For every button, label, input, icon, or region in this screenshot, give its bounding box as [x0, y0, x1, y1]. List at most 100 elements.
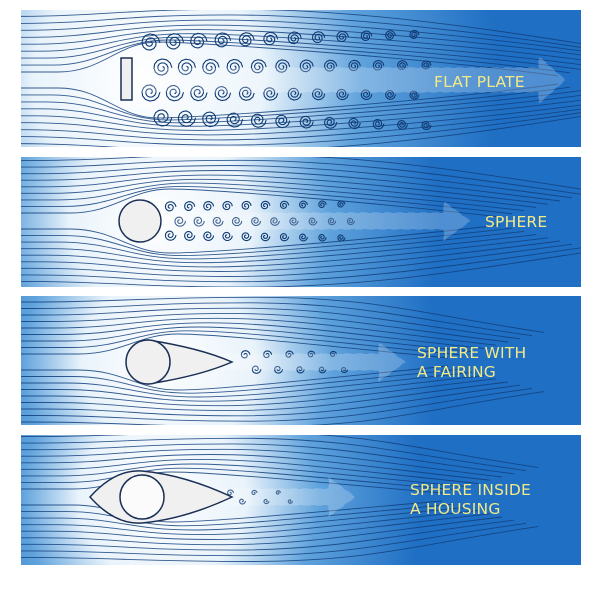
- vortex: [184, 201, 196, 211]
- vortex: [263, 31, 279, 46]
- streamline: [21, 330, 461, 356]
- vortex: [385, 30, 397, 40]
- vortex: [279, 200, 290, 209]
- sphere-with-fairing-object: [125, 339, 234, 385]
- streamline: [21, 112, 581, 146]
- streamline: [21, 36, 581, 70]
- vortex: [227, 489, 235, 496]
- vortex: [337, 200, 346, 208]
- vortex: [318, 366, 327, 374]
- panel-label-line-2: A FAIRING: [417, 363, 496, 381]
- vortex: [372, 118, 385, 130]
- vortex: [250, 59, 267, 74]
- vortex: [275, 490, 282, 495]
- streamline: [21, 381, 509, 412]
- streamline: [21, 368, 461, 394]
- streamline: [21, 115, 581, 147]
- vortex: [421, 121, 432, 131]
- vortex: [177, 110, 197, 127]
- vortex: [164, 230, 177, 241]
- streamline: [21, 165, 573, 199]
- streamline: [21, 174, 549, 205]
- streamline: [21, 387, 533, 422]
- vortex: [251, 489, 258, 496]
- streamlines: [21, 435, 539, 562]
- sphere-object: [118, 199, 162, 243]
- streamline: [21, 237, 549, 268]
- vortex: [214, 86, 232, 102]
- vortex: [260, 200, 271, 210]
- vortex: [239, 498, 247, 505]
- streamline: [21, 307, 521, 340]
- vortex: [318, 233, 327, 242]
- panel-label: FLAT PLATE: [434, 73, 525, 91]
- streamline: [21, 10, 581, 45]
- flow-arrow-shape: [119, 200, 472, 242]
- streamline: [21, 391, 545, 425]
- streamline: [21, 188, 501, 218]
- streamline: [21, 516, 503, 546]
- vortex: [226, 112, 244, 128]
- vortex: [385, 90, 397, 100]
- panel-label-line-1: SPHERE: [485, 213, 547, 231]
- streamline: [21, 24, 581, 56]
- streamlines: [21, 157, 581, 287]
- streamline: [21, 454, 491, 481]
- vortex: [165, 33, 185, 50]
- streamline: [21, 443, 515, 475]
- streamline: [21, 503, 455, 527]
- streamline: [21, 252, 581, 287]
- vortex: [260, 232, 271, 242]
- flow-arrow: [107, 55, 566, 105]
- vortex: [311, 88, 326, 101]
- vortex: [141, 33, 161, 51]
- vortex: [263, 498, 270, 505]
- streamline: [21, 159, 581, 195]
- streamline: [21, 99, 581, 131]
- vortex: [165, 84, 185, 102]
- streamline: [21, 29, 581, 61]
- vortex: [251, 217, 262, 226]
- flow-arrow-shape: [107, 55, 566, 105]
- sphere-shape: [125, 339, 171, 385]
- vortex: [190, 85, 208, 102]
- streamline: [21, 365, 449, 391]
- vortex: [360, 89, 373, 101]
- vortex: [275, 114, 291, 129]
- vortex: [241, 232, 252, 242]
- vortex: [307, 350, 316, 358]
- streamline: [21, 41, 559, 77]
- vortex: [153, 58, 173, 76]
- vortex: [348, 59, 361, 72]
- vortex: [287, 87, 302, 101]
- vortex: [329, 350, 338, 358]
- sphere-shape: [119, 474, 165, 520]
- vortex: [193, 216, 205, 227]
- flow-arrow: [121, 476, 357, 518]
- fairing-shape: [147, 339, 234, 385]
- vortex: [214, 32, 232, 48]
- vortex: [231, 217, 243, 227]
- vortex: [177, 58, 197, 76]
- vortex: [397, 60, 409, 70]
- streamline: [21, 178, 537, 208]
- streamline: [21, 317, 497, 346]
- vortex: [337, 234, 346, 242]
- vortex: [299, 200, 308, 209]
- panel-background: [21, 296, 581, 425]
- streamline: [21, 506, 467, 531]
- vortex: [263, 350, 273, 359]
- streamline: [21, 157, 581, 190]
- vortex: [287, 31, 302, 45]
- vortex: [299, 115, 314, 129]
- vortex: [222, 231, 233, 242]
- vortex: [250, 113, 267, 128]
- vortex: [409, 29, 420, 39]
- streamline: [21, 243, 573, 277]
- vortex: [238, 86, 255, 101]
- streamline: [21, 375, 485, 402]
- streamline: [21, 302, 533, 337]
- streamline: [21, 94, 581, 127]
- panel-label-line-1: SPHERE WITH: [417, 344, 526, 362]
- streamline: [21, 463, 467, 488]
